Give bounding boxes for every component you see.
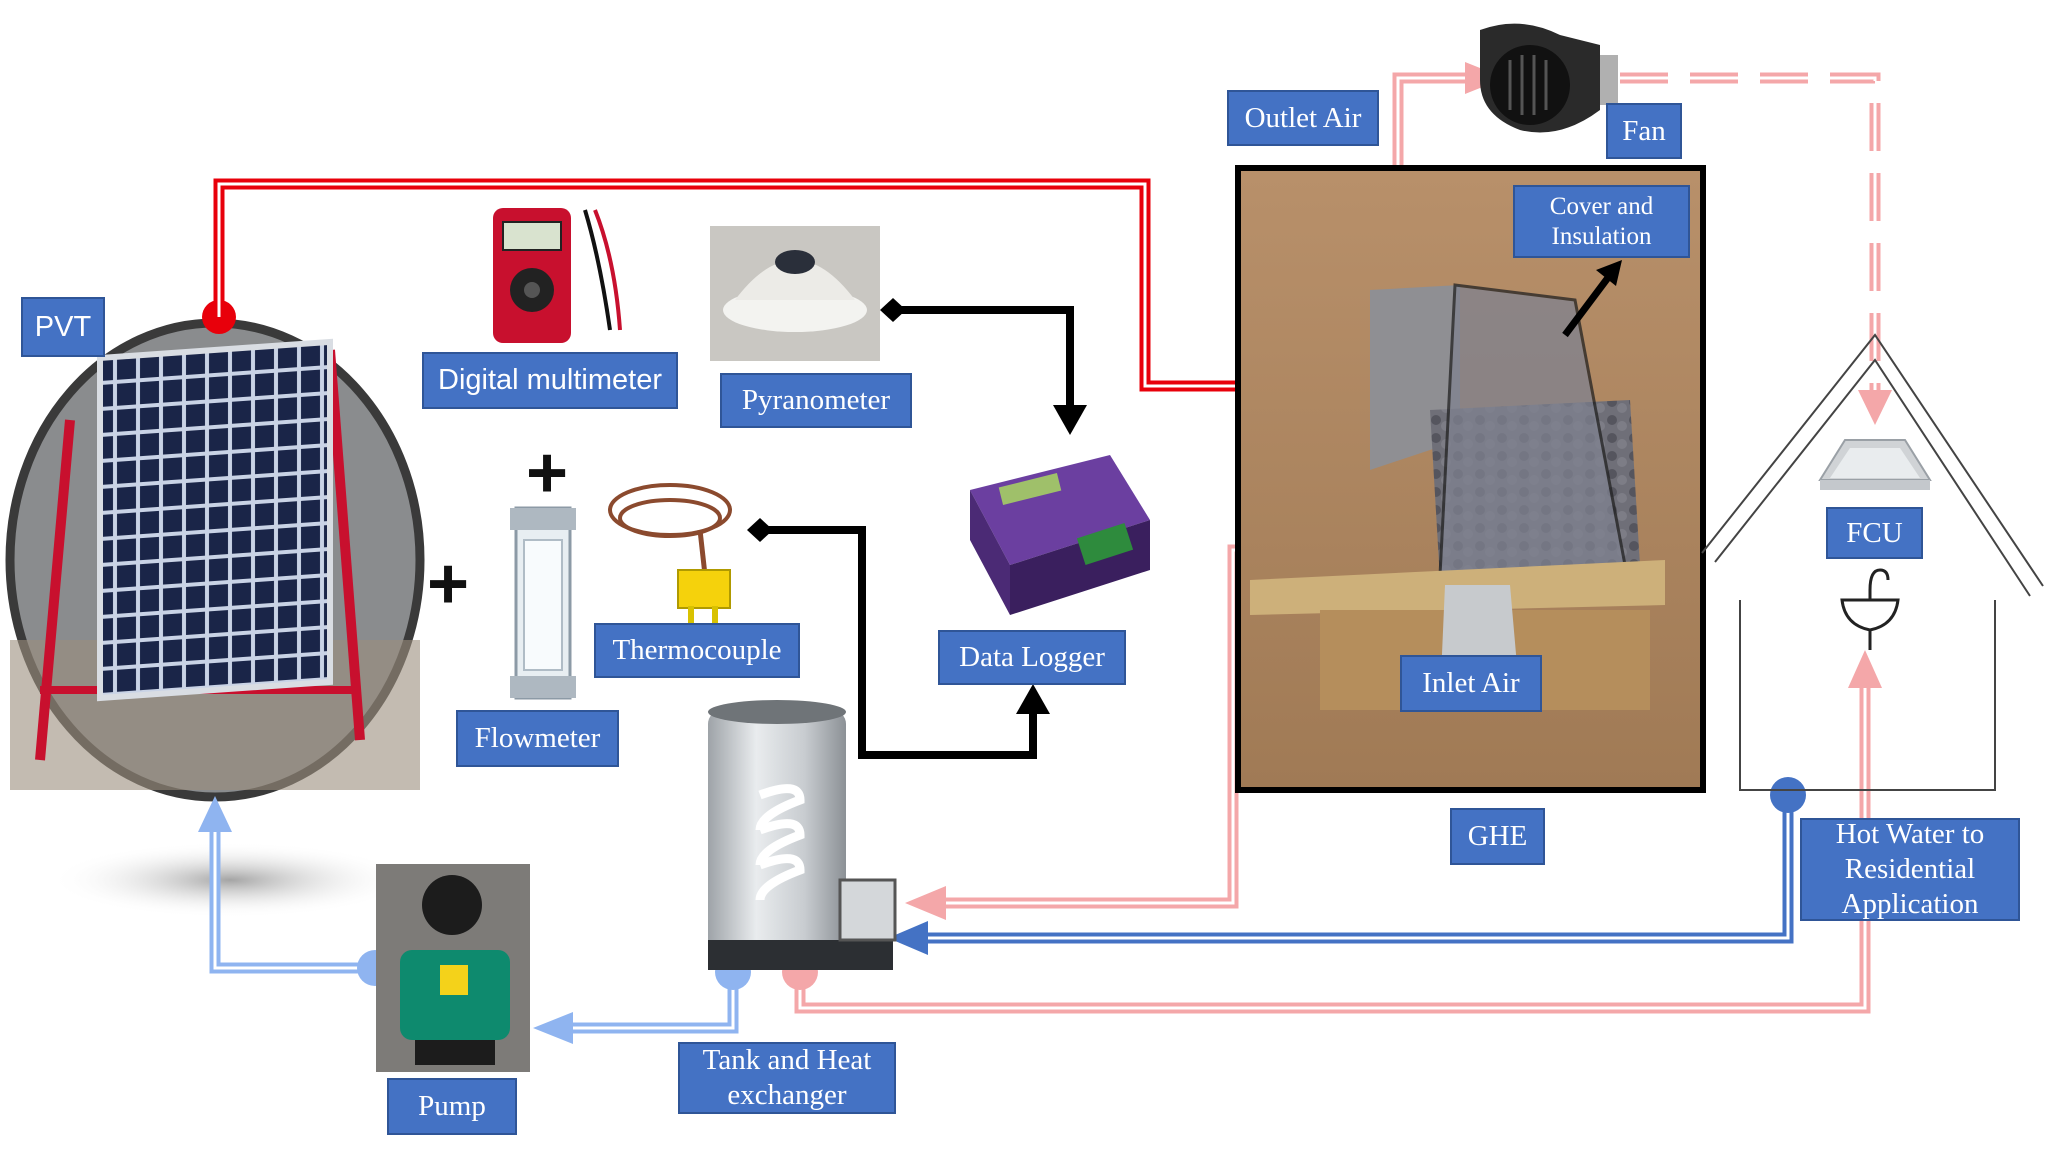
cold-pipe-house-to-tank bbox=[915, 795, 1794, 944]
pvt-shadow bbox=[50, 842, 410, 918]
pump-photo bbox=[376, 864, 530, 1072]
label-flowmeter: Flowmeter bbox=[456, 710, 619, 767]
label-fan: Fan bbox=[1606, 103, 1682, 159]
label-thermocouple: Thermocouple bbox=[594, 623, 800, 678]
label-cover-insulation: Cover and Insulation bbox=[1513, 185, 1690, 258]
thermocouple-photo bbox=[608, 483, 732, 628]
plus-sign-left: + bbox=[427, 544, 470, 624]
flowmeter-photo bbox=[510, 506, 576, 700]
data-logger-photo bbox=[970, 455, 1150, 615]
label-digital-multimeter: Digital multimeter bbox=[422, 352, 678, 409]
label-fcu: FCU bbox=[1826, 507, 1923, 559]
signal-pyranometer-to-logger bbox=[893, 306, 1074, 408]
air-pipe-ghe-to-fan bbox=[1392, 72, 1465, 178]
label-ghe: GHE bbox=[1450, 808, 1545, 865]
label-outlet-air: Outlet Air bbox=[1227, 90, 1379, 146]
label-data-logger: Data Logger bbox=[938, 630, 1126, 685]
label-inlet-air: Inlet Air bbox=[1400, 655, 1542, 712]
plus-sign-top: + bbox=[526, 433, 569, 513]
signal-thermocouple-to-logger bbox=[760, 526, 1037, 759]
fan-photo bbox=[1480, 23, 1618, 133]
label-pump: Pump bbox=[387, 1078, 517, 1135]
label-pvt: PVT bbox=[21, 297, 105, 357]
cool-pipe-tank-to-pump bbox=[560, 972, 739, 1034]
label-tank-heat-exchanger: Tank and Heat exchanger bbox=[678, 1042, 896, 1114]
tank-photo bbox=[708, 700, 897, 970]
faucet-icon bbox=[1840, 568, 1900, 650]
fcu-photo bbox=[1818, 439, 1932, 490]
label-hot-water: Hot Water to Residential Application bbox=[1800, 818, 2020, 921]
digital-multimeter-photo bbox=[493, 208, 622, 343]
ghe-insulation-arrow bbox=[1562, 260, 1622, 338]
pvt-panel-photo bbox=[5, 318, 425, 802]
house-outline bbox=[1701, 333, 2044, 791]
pyranometer-photo bbox=[710, 226, 880, 361]
label-pyranometer: Pyranometer bbox=[720, 373, 912, 428]
